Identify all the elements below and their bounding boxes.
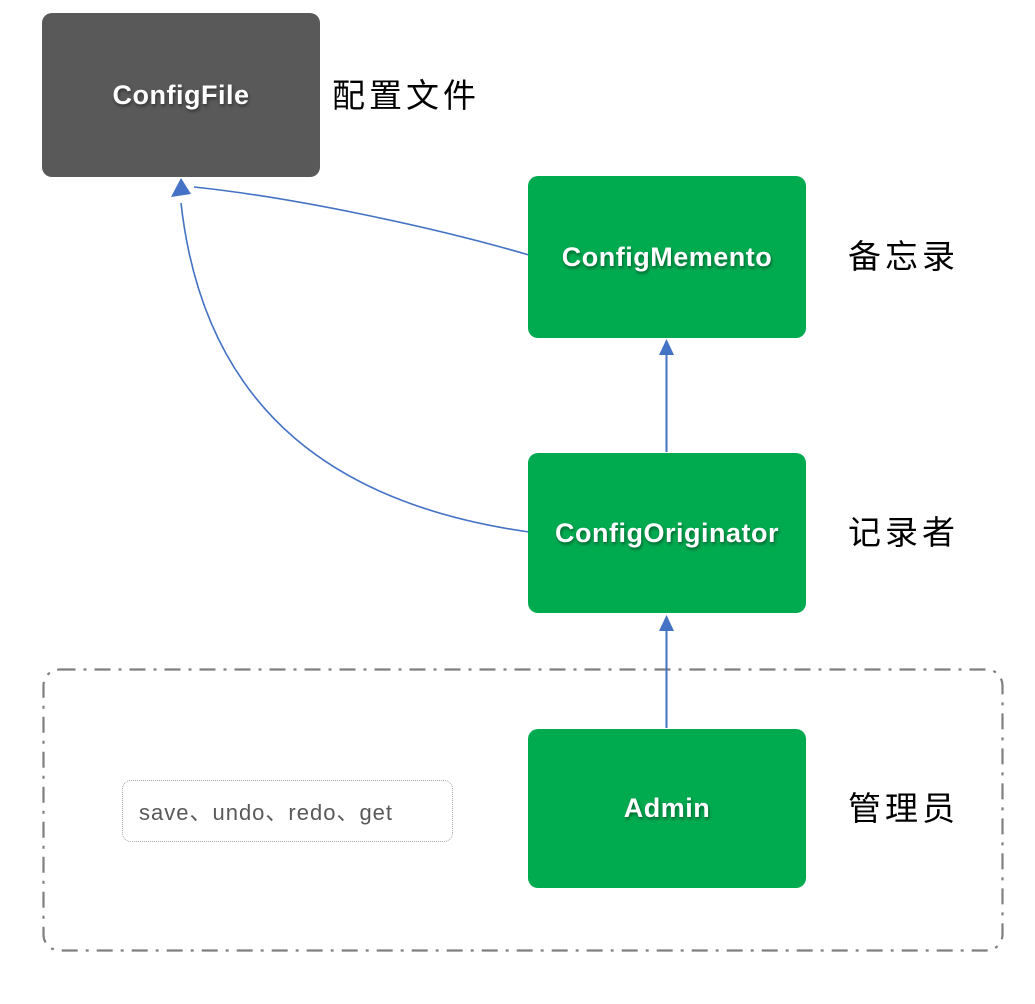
edge-memento-to-configfile xyxy=(193,186,530,256)
arrowhead-into-memento xyxy=(659,339,674,355)
node-admin-label: Admin xyxy=(623,793,711,823)
edge-originator-to-configfile xyxy=(180,202,530,533)
node-admin: Admin xyxy=(528,729,806,888)
node-config-memento: ConfigMemento xyxy=(528,176,806,338)
node-config-file-label: ConfigFile xyxy=(112,79,250,110)
operations-note-box: save、undo、redo、get xyxy=(122,780,453,842)
node-config-originator-label: ConfigOriginator xyxy=(555,517,779,548)
caption-admin: 管理员 xyxy=(848,790,959,827)
caption-config-memento: 备忘录 xyxy=(848,238,959,275)
admin-boundary-dashdot-box xyxy=(42,668,1004,952)
arrowhead-into-originator xyxy=(659,615,674,631)
operations-note-text: save、undo、redo、get xyxy=(139,800,394,825)
arrowhead-into-configfile xyxy=(171,178,191,197)
node-config-originator: ConfigOriginator xyxy=(528,453,806,613)
node-config-file: ConfigFile xyxy=(42,13,320,177)
caption-config-file: 配置文件 xyxy=(332,77,480,114)
node-config-memento-label: ConfigMemento xyxy=(561,241,773,272)
caption-config-originator: 记录者 xyxy=(848,514,959,551)
